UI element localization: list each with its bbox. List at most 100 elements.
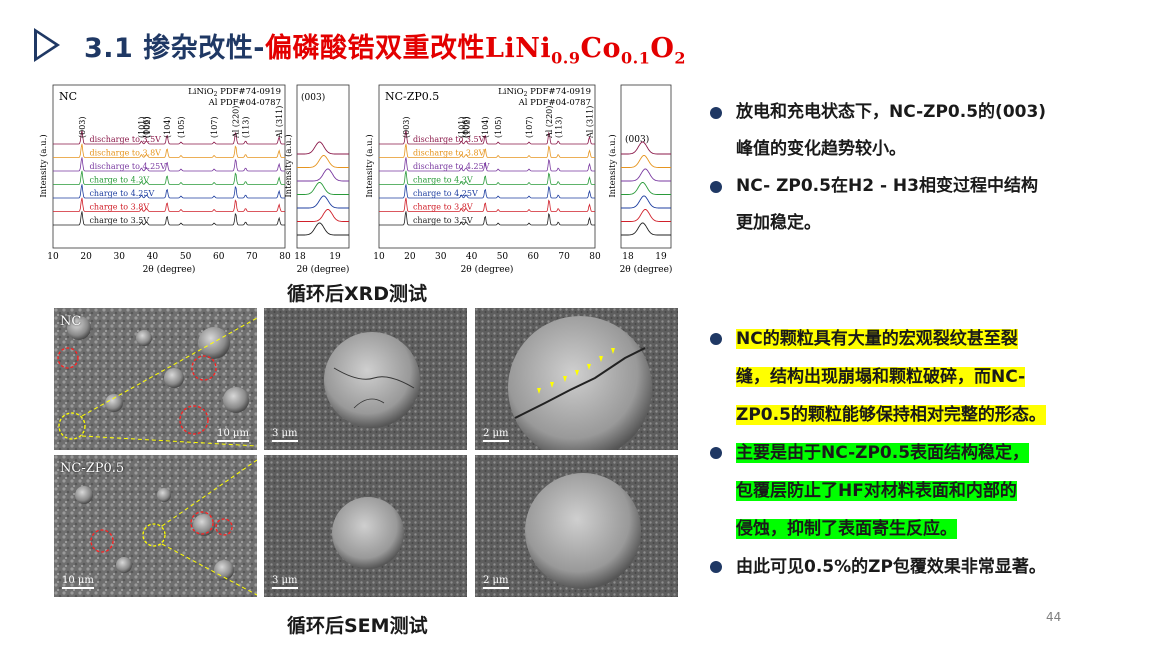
- bullet-line-highlight: 侵蚀，抑制了表面寄生反应。: [736, 519, 957, 539]
- formula-li: LiNi: [484, 33, 552, 64]
- xrd-curve: [379, 184, 595, 199]
- xrd-zoom-curve: [621, 155, 671, 168]
- sem-nc-zoom-scale: 2 μm: [483, 428, 509, 442]
- xrd-zp-peak-labels: (003)(101)(006)(102)(104)(105)(107)Al (2…: [402, 106, 595, 139]
- xrd-curve-label: discharge to 3.5V: [413, 135, 485, 144]
- xrd-zoom-nc-frame: [296, 84, 350, 249]
- xrd-nc-frame: [52, 84, 286, 249]
- bullet-line: 放电和充电状态下，NC-ZP0.5的(003): [736, 102, 1047, 122]
- sem-zp-zoom: 2 μm: [475, 455, 678, 597]
- xrd-zoom-curve: [297, 155, 349, 168]
- xrd-peak-label: Al (311): [275, 106, 284, 139]
- sem-nc-mid-scale-text: 3 μm: [272, 428, 298, 439]
- xrd-zoom-curve: [297, 209, 349, 222]
- sem-zp-zoom-image: [475, 455, 678, 597]
- xrd-peak-label: (104): [481, 116, 490, 138]
- sem-zp-mid-scale-text: 3 μm: [272, 575, 298, 586]
- xrd-peak-label: Al (311): [585, 106, 594, 139]
- bullet-item: 由此可见0.5%的ZP包覆效果非常显著。: [708, 548, 1046, 586]
- xrd-zp-ylabel: Intensity (a.u.): [364, 134, 375, 197]
- xrd-tick-label: 20: [80, 252, 92, 262]
- xrd-curve: [379, 157, 595, 172]
- xrd-nc-ref1: LiNiO2 PDF#74-0919: [188, 87, 281, 98]
- sem-zp-zoom-scale: 2 μm: [483, 575, 509, 589]
- xrd-peak-label: (006): [461, 116, 470, 138]
- xrd-zoom-curve: [297, 195, 349, 209]
- xrd-peak-label: (102): [463, 116, 472, 138]
- xrd-tick-label: 50: [497, 252, 509, 262]
- bullet-line-highlight: ZP0.5的颗粒能够保持相对完整的形态。: [736, 405, 1046, 425]
- xrd-peak-label: (101): [457, 116, 466, 138]
- title-number: 3.1: [84, 33, 134, 64]
- xrd-zoom-curve: [621, 195, 671, 209]
- xrd-zoom-zp-curves: [621, 141, 671, 236]
- bullet-dot-icon: [710, 181, 722, 193]
- xrd-figure: NC LiNiO2 PDF#74-0919 Al PDF#04-0787 dis…: [35, 80, 675, 280]
- xrd-zoom-curve: [621, 209, 671, 222]
- bullet-line-highlight: 包覆层防止了HF对材料表面和内部的: [736, 481, 1017, 501]
- xrd-curve-label: charge to 4.3V: [89, 176, 149, 185]
- formula-o-sub: 2: [674, 48, 687, 68]
- sem-nc-overview: NC 10 μm: [54, 308, 257, 450]
- page-title: 3.1 掺杂改性-偏磷酸锆双重改性LiNi0.9Co0.1O2: [84, 26, 686, 67]
- xrd-caption: 循环后XRD测试: [287, 283, 428, 305]
- xrd-tick-label: 60: [213, 252, 225, 262]
- xrd-zp-name: NC-ZP0.5: [385, 90, 439, 103]
- xrd-zp-frame: [378, 84, 596, 249]
- xrd-tick-label: 60: [528, 252, 540, 262]
- xrd-curve-label: charge to 3.5V: [89, 216, 149, 225]
- xrd-curve: [53, 211, 285, 226]
- bullet-item: 放电和充电状态下，NC-ZP0.5的(003) 峰值的变化趋势较小。: [708, 94, 1046, 168]
- formula-ni-sub: 0.9: [551, 48, 581, 68]
- xrd-peak-label: (107): [210, 116, 219, 138]
- xrd-peak-label: (003): [402, 116, 411, 138]
- xrd-nc-peak-labels: (003)(101)(006)(102)(104)(105)(107)Al (2…: [78, 106, 284, 139]
- sem-zp-zoom-scale-text: 2 μm: [483, 575, 509, 586]
- xrd-curve: [379, 170, 595, 185]
- xrd-zoom-curve: [621, 168, 671, 182]
- formula-o: O: [650, 33, 675, 64]
- xrd-zoom-curve: [297, 168, 349, 182]
- xrd-zoom-curve: [621, 141, 671, 155]
- xrd-peak-label: (107): [525, 116, 534, 138]
- xrd-panel-zp: NC-ZP0.5 LiNiO2 PDF#74-0919 Al PDF#04-07…: [364, 84, 601, 275]
- xrd-curve-label: charge to 3.8V: [413, 203, 473, 212]
- xrd-zoom-nc-ylabel: Intensity (a.u.): [283, 134, 294, 197]
- bullet-dot-icon: [710, 107, 722, 119]
- bullet-dot-icon: [710, 447, 722, 459]
- xrd-curve-label: discharge to 4.25V: [89, 162, 166, 171]
- xrd-zp-xlabel: 2θ (degree): [461, 264, 514, 275]
- sem-nc-zoom: 2 μm: [475, 308, 678, 450]
- bullet-item: NC- ZP0.5在H2 - H3相变过程中结构 更加稳定。: [708, 168, 1046, 242]
- xrd-curve: [53, 143, 285, 158]
- xrd-curve-label: discharge to 4.25V: [413, 162, 490, 171]
- sem-zp-mid: 3 μm: [264, 455, 467, 597]
- xrd-peak-label: (101): [137, 116, 146, 138]
- xrd-zoom-zp-frame: [620, 84, 672, 249]
- xrd-zp-ref2: Al PDF#04-0787: [518, 98, 591, 108]
- xrd-tick-label: 10: [373, 252, 385, 262]
- xrd-plot: NC LiNiO2 PDF#74-0919 Al PDF#04-0787 dis…: [38, 84, 672, 275]
- sem-zp-overview-image: [54, 455, 257, 597]
- xrd-panel-nc: NC LiNiO2 PDF#74-0919 Al PDF#04-0787 dis…: [38, 84, 291, 275]
- xrd-zoom-zp-ylabel: Intensity (a.u.): [607, 134, 618, 197]
- xrd-zoom-zp-tick-18: 18: [622, 252, 634, 262]
- xrd-tick-label: 10: [47, 252, 59, 262]
- xrd-zoom-nc-xlabel: 2θ (degree): [297, 264, 350, 275]
- bullet-item: NC的颗粒具有大量的宏观裂纹甚至裂 缝，结构出现崩塌和颗粒破碎，而NC- ZP0…: [708, 320, 1046, 434]
- xrd-curve: [53, 197, 285, 212]
- page-number: 44: [1046, 610, 1062, 624]
- bullet-line: NC- ZP0.5在H2 - H3相变过程中结构: [736, 176, 1038, 196]
- xrd-zoom-nc-label: (003): [301, 92, 325, 103]
- xrd-tick-label: 40: [466, 252, 478, 262]
- xrd-nc-ylabel: Intensity (a.u.): [38, 134, 49, 197]
- xrd-nc-xlabel: 2θ (degree): [143, 264, 196, 275]
- xrd-zp-ref1: LiNiO2 PDF#74-0919: [498, 87, 591, 98]
- title-part2: 偏磷酸锆双重改性: [264, 33, 485, 64]
- title-formula: LiNi0.9Co0.1O2: [484, 33, 687, 68]
- xrd-curve: [53, 130, 285, 145]
- bullet-list-bottom: NC的颗粒具有大量的宏观裂纹甚至裂 缝，结构出现崩塌和颗粒破碎，而NC- ZP0…: [708, 320, 1046, 586]
